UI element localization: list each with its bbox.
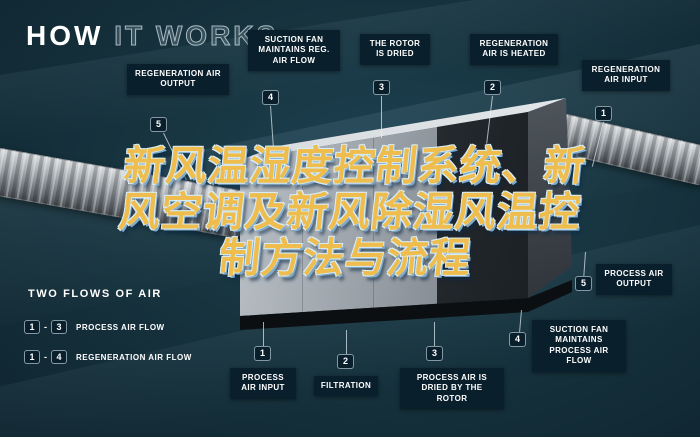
legend-row-regeneration-air: 1 - 4 REGENERATION AIR FLOW: [24, 350, 192, 364]
overlay-line-3: 制方法与流程: [216, 234, 474, 281]
connector-line: [346, 330, 347, 354]
label-regeneration-air-output: REGENERATION AIR OUTPUT: [127, 64, 229, 95]
overlay-line-1: 新风温湿度控制系统、新: [121, 143, 589, 189]
badge-2-bottom: 2: [337, 354, 354, 369]
machine-side-face: [528, 98, 572, 298]
label-rotor-is-dried: THE ROTOR IS DRIED: [360, 34, 430, 65]
label-regeneration-air-heated: REGENERATION AIR IS HEATED: [470, 34, 558, 65]
legend-label-regeneration-air-flow: REGENERATION AIR FLOW: [76, 352, 192, 362]
chinese-title-overlay: 新风温湿度控制系统、新 风空调及新风除湿风温控 制方法与流程: [23, 143, 677, 282]
dehumidifier-unit: [232, 96, 572, 338]
badge-3-top: 3: [373, 80, 390, 95]
legend-badge-3: 3: [51, 320, 67, 334]
legend-dash: -: [44, 352, 47, 362]
label-process-air-output: PROCESS AIR OUTPUT: [596, 264, 672, 295]
badge-5-top: 5: [150, 117, 167, 132]
label-filtration: FILTRATION: [314, 376, 378, 397]
connector-line: [381, 96, 382, 138]
badge-1-top: 1: [595, 106, 612, 121]
page-title: HOW IT WORKS: [26, 20, 278, 52]
label-process-air-input: PROCESS AIR INPUT: [230, 368, 296, 399]
badge-2-top: 2: [484, 80, 501, 95]
connector-line: [434, 322, 435, 346]
machine-interior-panel: [437, 112, 528, 304]
legend-label-process-air-flow: PROCESS AIR FLOW: [76, 322, 165, 332]
badge-4-bottom: 4: [509, 332, 526, 347]
badge-4-top: 4: [262, 90, 279, 105]
badge-3-bottom: 3: [426, 346, 443, 361]
label-process-air-dried: PROCESS AIR IS DRIED BY THE ROTOR: [400, 368, 504, 410]
label-regeneration-air-input: REGENERATION AIR INPUT: [582, 60, 670, 91]
badge-1-bottom: 1: [254, 346, 271, 361]
legend-badge-1: 1: [24, 350, 40, 364]
overlay-line-2: 风空调及新风除湿风温控: [116, 188, 584, 235]
label-suction-fan-reg: SUCTION FAN MAINTAINS REG. AIR FLOW: [248, 30, 340, 72]
legend-dash: -: [44, 322, 47, 332]
badge-5-bottom: 5: [575, 276, 592, 291]
legend-badge-1: 1: [24, 320, 40, 334]
legend-badge-4: 4: [51, 350, 67, 364]
legend-row-process-air: 1 - 3 PROCESS AIR FLOW: [24, 320, 165, 334]
title-how: HOW: [26, 20, 104, 51]
label-suction-fan-process: SUCTION FAN MAINTAINS PROCESS AIR FLOW: [532, 320, 626, 372]
legend-title: TWO FLOWS OF AIR: [28, 288, 162, 300]
connector-line: [263, 322, 264, 346]
